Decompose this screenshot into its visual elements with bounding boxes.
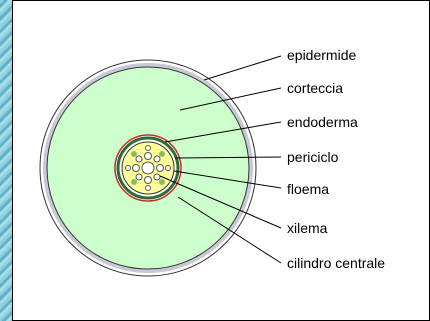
phloem-patch <box>159 179 165 185</box>
xylem-vessel <box>133 165 140 172</box>
xylem-vessel <box>157 165 164 172</box>
xylem-vessel <box>136 156 142 162</box>
label-xilema: xilema <box>287 220 328 236</box>
label-floema: floema <box>287 181 329 197</box>
xylem-vessel <box>145 153 152 160</box>
leader-line-epidermide <box>204 56 281 80</box>
label-periciclo: periciclo <box>287 149 339 165</box>
label-corteccia: corteccia <box>287 80 343 96</box>
xylem-vessel <box>154 156 160 162</box>
phloem-patch <box>131 151 137 157</box>
xylem-vessel <box>126 166 131 171</box>
xylem-vessel <box>146 186 151 191</box>
phloem-patch <box>159 151 165 157</box>
phloem-patch <box>131 179 137 185</box>
xylem-vessel <box>136 174 142 180</box>
xylem-vessel <box>166 166 171 171</box>
xylem-vessel <box>142 162 154 174</box>
xylem-vessel <box>146 146 151 151</box>
label-endoderma: endoderma <box>287 114 358 130</box>
xylem-vessel <box>145 177 152 184</box>
xylem-vessel <box>154 174 160 180</box>
label-cilindro-centrale: cilindro centrale <box>287 255 385 271</box>
label-epidermide: epidermide <box>287 47 356 63</box>
